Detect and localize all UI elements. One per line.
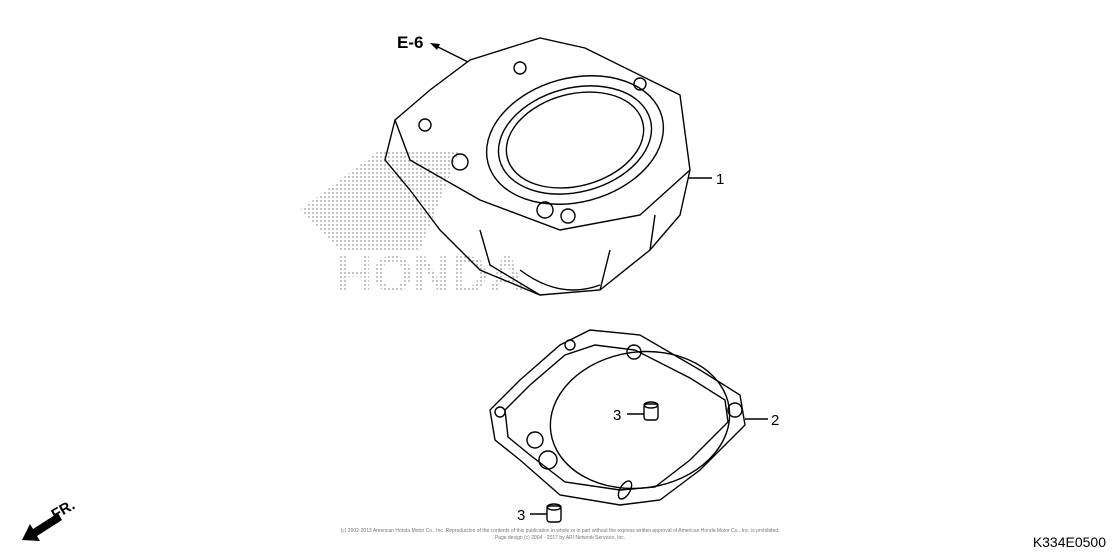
front-arrow-icon xyxy=(22,513,62,541)
dowel-pin-upper[interactable] xyxy=(643,401,659,421)
reference-arrow-line xyxy=(433,44,469,63)
gasket-part-2[interactable] xyxy=(489,329,746,506)
reference-label[interactable]: E-6 xyxy=(397,33,423,52)
honda-logo-watermark: HONDA xyxy=(300,150,526,304)
reference-arrow-icon xyxy=(430,43,440,50)
callout-1[interactable]: 1 xyxy=(716,171,724,188)
copyright-block: (c) 2002-2013 American Honda Motor Co., … xyxy=(0,528,1120,542)
callout-3[interactable]: 3 xyxy=(517,507,525,524)
callout-2[interactable]: 2 xyxy=(771,412,779,429)
dowel-pin-lower[interactable] xyxy=(546,503,562,523)
svg-text:HONDA: HONDA xyxy=(335,246,526,304)
copyright-line-2: Page design (c) 2004 - 2017 by ARI Netwo… xyxy=(494,535,626,541)
diagram-code: K334E0500 xyxy=(1032,534,1106,550)
callout-3[interactable]: 3 xyxy=(613,407,621,424)
cylinder-part-1[interactable] xyxy=(384,37,691,296)
copyright-line-1: (c) 2002-2013 American Honda Motor Co., … xyxy=(340,528,780,534)
